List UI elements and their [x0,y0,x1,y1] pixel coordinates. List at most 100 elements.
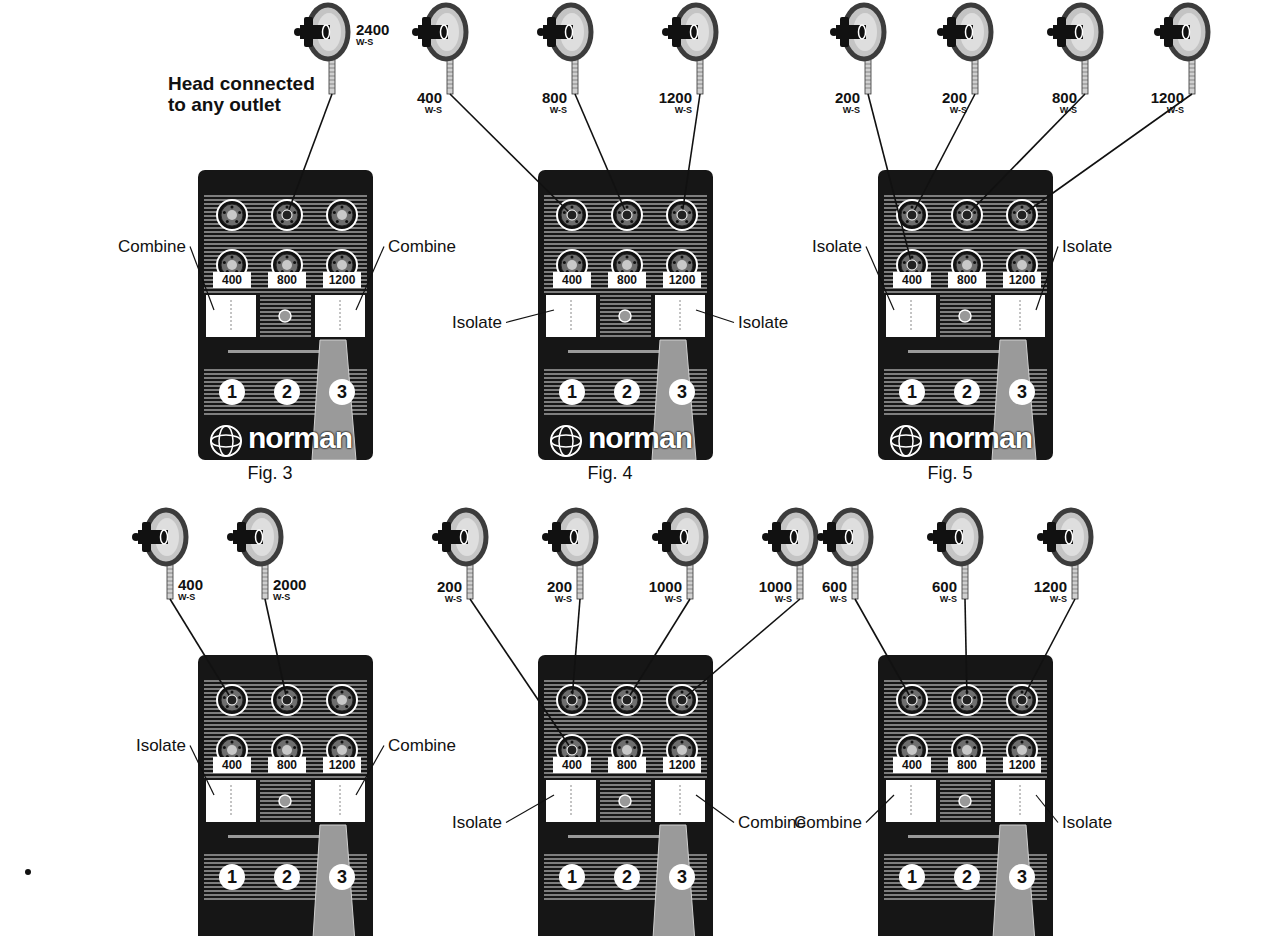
leader-line [356,746,384,796]
outlet-socket [272,200,302,230]
cable-plug [282,210,292,220]
leader-line [866,795,894,823]
leader-line [1036,795,1058,823]
power-rating: 1000 [649,579,682,594]
cable-plug [677,695,687,705]
mode-switch [995,295,1045,337]
unit-label: W-S [950,106,967,115]
cable-plug [962,695,972,705]
channel-disc [274,864,300,890]
rating-plate [268,757,306,773]
panel-stripes [544,681,707,899]
panel-stripes [204,681,367,899]
leader-line [506,310,554,323]
channel-disc [899,379,925,405]
channel-number: 1 [227,383,237,401]
flash-head [227,510,281,599]
channel-number: 3 [337,383,347,401]
unit-label: W-S [425,106,442,115]
outlet-socket [217,685,247,715]
rating-plate [893,757,931,773]
switch-callout: Isolate [1062,238,1112,255]
unit-label: W-S [1060,106,1077,115]
switch-divider [340,300,341,332]
head-cable [967,94,1085,215]
rating-plate [1003,272,1041,288]
unit-label: W-S [1167,106,1184,115]
unit-label: W-S [555,595,572,604]
switch-callout: Isolate [812,238,862,255]
channel-disc [274,379,300,405]
channel-disc [329,864,355,890]
flash-head [1154,5,1208,94]
outlet-socket [897,685,927,715]
flash-head [412,5,466,94]
channel-number: 2 [622,383,632,401]
unit-label: W-S [775,595,792,604]
output-rating: 1200 [1009,759,1036,771]
mode-switch [206,780,256,822]
mode-switch [886,295,936,337]
leader-line [866,247,894,311]
outlet-socket [667,200,697,230]
unit-label: W-S [356,38,373,47]
power-rating: 800 [542,90,567,105]
head-cable [450,94,572,215]
unit-label: W-S [675,106,692,115]
outlet-socket [667,685,697,715]
output-rating: 800 [957,759,977,771]
channel-number: 3 [677,383,687,401]
flash-head [432,510,486,599]
unit-label: W-S [445,595,462,604]
cable-plug [622,210,632,220]
head-cable [470,599,572,750]
channel-number: 2 [282,383,292,401]
control-knob [619,310,631,322]
output-rating: 400 [562,274,582,286]
output-rating: 400 [222,274,242,286]
mode-switch [655,295,705,337]
leader-line [506,795,554,823]
switch-divider [340,785,341,817]
output-rating: 800 [617,274,637,286]
output-rating: 400 [902,759,922,771]
cable-plug [962,210,972,220]
leader-line [190,247,214,311]
channel-number: 3 [1017,868,1027,886]
unit-label: W-S [178,593,195,602]
figure-caption: Fig. 5 [927,464,972,482]
cable-plug [622,695,632,705]
unit-label: W-S [550,106,567,115]
head-cable [682,599,800,700]
channel-number: 3 [337,868,347,886]
mode-switch [315,295,365,337]
mode-switch [995,780,1045,822]
flash-head [132,510,186,599]
rating-plate [893,272,931,288]
flash-head [927,510,981,599]
control-knob [279,795,291,807]
cable-plug [1017,695,1027,705]
panel-stripes [544,196,707,414]
channel-number: 1 [567,868,577,886]
channel-disc [219,864,245,890]
cable-plug [567,210,577,220]
channel-disc [954,379,980,405]
output-rating: 800 [957,274,977,286]
head-cable [572,599,580,700]
flash-head [937,5,991,94]
head-cable [575,94,627,215]
channel-number: 3 [1017,383,1027,401]
rating-plate [608,272,646,288]
cable-plug [567,745,577,755]
switch-callout: Isolate [136,737,186,754]
rating-plate [663,272,701,288]
channel-disc [669,864,695,890]
output-rating: 1200 [329,274,356,286]
channel-number: 2 [962,868,972,886]
note: Head connected to any outlet [168,74,318,116]
flash-head [542,510,596,599]
control-knob [959,795,971,807]
